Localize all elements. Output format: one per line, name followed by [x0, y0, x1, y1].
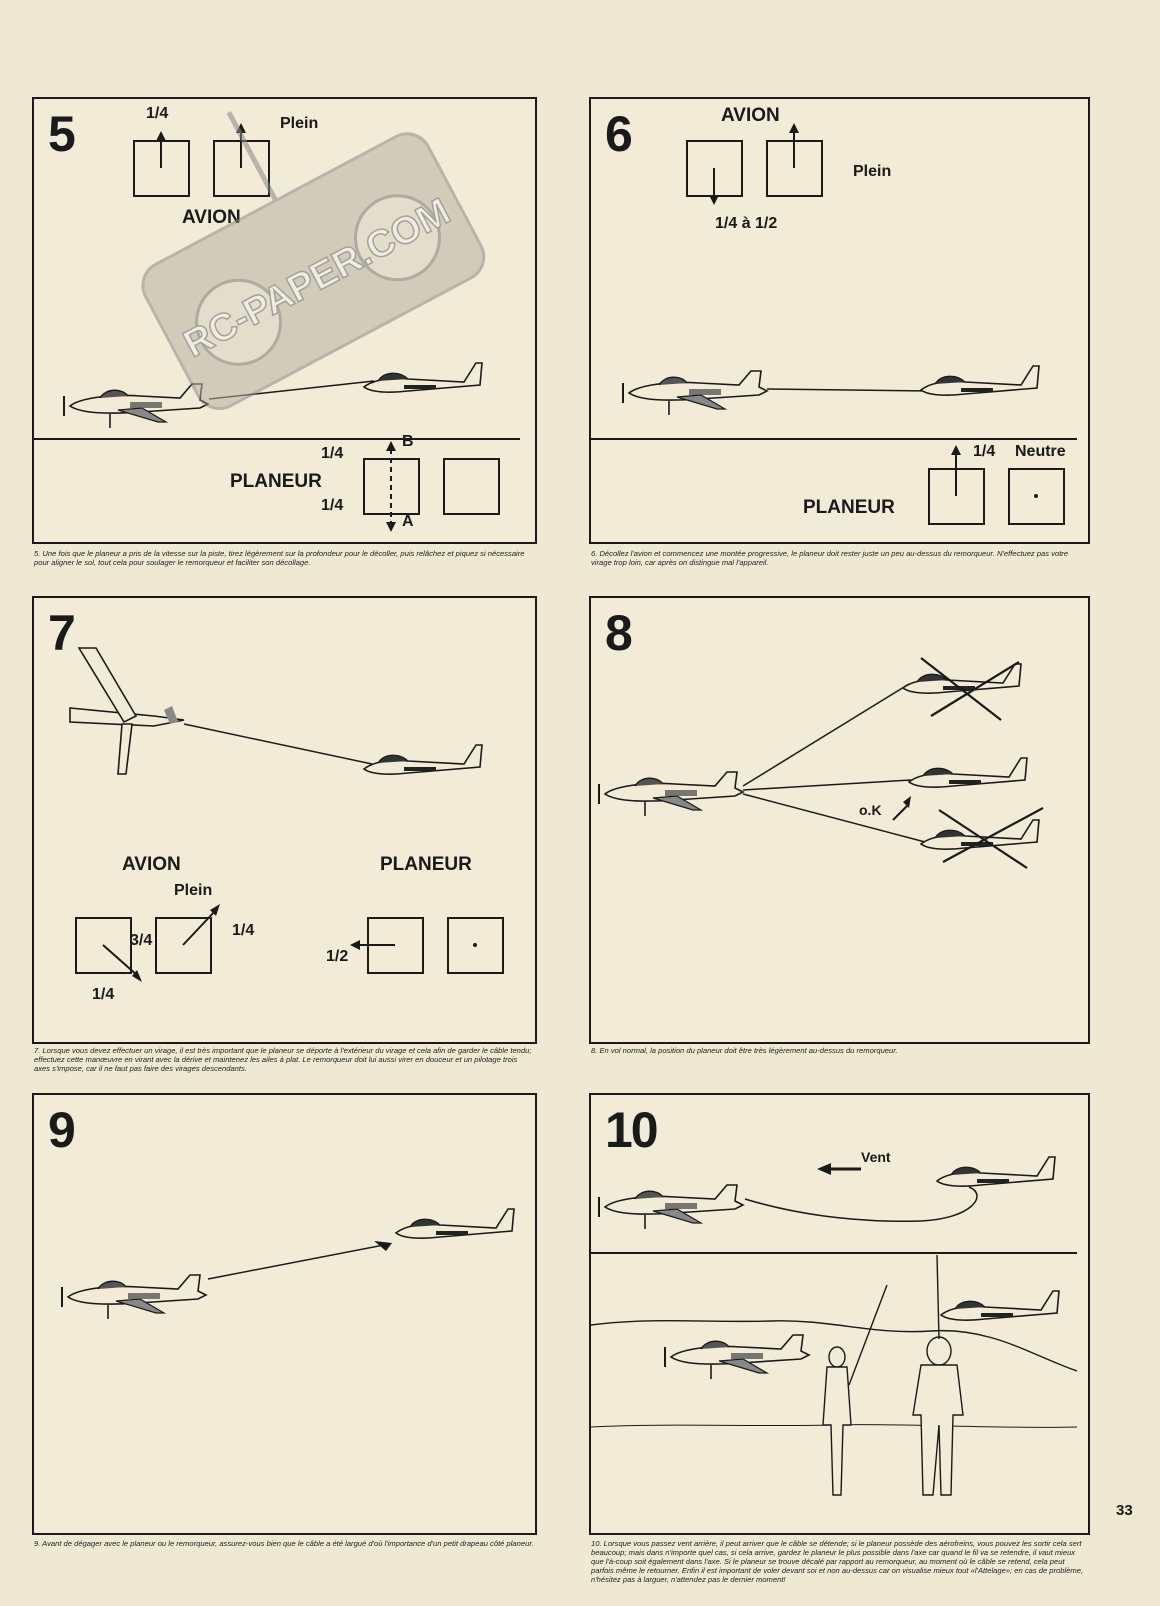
tug-plane: [63, 383, 209, 429]
panel-10-illustration: [591, 1156, 1078, 1496]
caption-8: 8. En vol normal, la position du planeur…: [591, 1046, 898, 1055]
caption-5: 5. Une fois que le planeur a pris de la …: [34, 549, 525, 567]
label-avion: AVION: [182, 207, 241, 228]
panel-number: 5: [48, 106, 76, 162]
tug-plane: [598, 1184, 744, 1230]
caption-10: 10. Lorsque vous passez vent arrière, il…: [591, 1539, 1084, 1584]
panel-8: 8 o.K: [589, 596, 1090, 1044]
glider-correct: [908, 757, 1028, 788]
panel-number: 8: [605, 605, 633, 661]
panel-number: 6: [605, 106, 633, 162]
tow-cable: [183, 723, 373, 765]
label-neutre: Neutre: [1015, 443, 1066, 460]
label-quarter-a: 1/4: [321, 497, 344, 514]
glider: [363, 362, 483, 393]
released-cable: [207, 1244, 385, 1280]
label-quarter-b: 1/4: [321, 445, 344, 462]
caption-9: 9. Avant de dégager avec le planeur ou l…: [34, 1539, 534, 1548]
slack-cable: [744, 1186, 978, 1222]
glider-too-low: [920, 819, 1040, 850]
label-planeur: PLANEUR: [803, 497, 895, 518]
label-three-quarter: 3/4: [130, 932, 153, 949]
tug-plane: [598, 771, 744, 817]
label-plein: Plein: [280, 115, 319, 132]
glider: [395, 1208, 515, 1239]
panel-9-illustration: [61, 1208, 515, 1320]
panel-7-illustration: [69, 647, 504, 982]
caption-6: 6. Décollez l'avion et commencez une mon…: [591, 549, 1069, 567]
caption-7: 7. Lorsque vous devez effectuer un virag…: [34, 1046, 532, 1073]
label-quarter-right: 1/4: [232, 922, 255, 939]
label-plein: Plein: [174, 882, 213, 899]
tug-plane-far: [664, 1334, 810, 1380]
label-planeur: PLANEUR: [380, 854, 472, 875]
pilot-right: [912, 1254, 964, 1496]
tug-plane: [61, 1274, 207, 1320]
page-number: 33: [1116, 1502, 1133, 1519]
panel-6: 6 AVION Plein 1/4 à 1/2 1/4 Neutre PLANE…: [589, 97, 1090, 544]
panel-6-illustration: [591, 123, 1077, 525]
panel-9: 9: [32, 1093, 537, 1535]
glider: [936, 1156, 1056, 1187]
pilot-left: [822, 1284, 888, 1496]
label-b: B: [402, 433, 414, 450]
label-plein: Plein: [853, 163, 892, 180]
glider-far: [940, 1290, 1060, 1321]
panel-5: 5 1/4 Plein AVION 1/4 B PLANEUR 1/4 A: [32, 97, 537, 544]
label-quarter: 1/4: [973, 443, 996, 460]
panel-8-illustration: [598, 657, 1044, 869]
tow-cable: [208, 380, 375, 400]
label-planeur: PLANEUR: [230, 471, 322, 492]
tow-cable: [766, 388, 932, 392]
label-a: A: [402, 513, 414, 530]
tug-plane: [622, 370, 768, 416]
panel-number: 10: [605, 1102, 659, 1158]
label-quarter-half: 1/4 à 1/2: [715, 215, 778, 232]
cable-flag: [374, 1241, 392, 1251]
panel-10: 10 Vent: [589, 1093, 1090, 1535]
label-avion: AVION: [721, 105, 780, 126]
tug-banking: [69, 647, 185, 775]
label-quarter: 1/4: [146, 105, 169, 122]
panel-number: 9: [48, 1102, 76, 1158]
label-avion: AVION: [122, 854, 181, 875]
panel-7: 7 AVION PLANEUR Plein 3/4 1/4 1/4 1/2: [32, 596, 537, 1044]
panel-number: 7: [48, 605, 76, 661]
label-half: 1/2: [326, 948, 349, 965]
label-vent: Vent: [861, 1149, 891, 1165]
label-ok: o.K: [859, 802, 882, 818]
glider: [920, 365, 1040, 396]
glider: [363, 744, 483, 775]
label-quarter-bottom: 1/4: [92, 986, 115, 1003]
